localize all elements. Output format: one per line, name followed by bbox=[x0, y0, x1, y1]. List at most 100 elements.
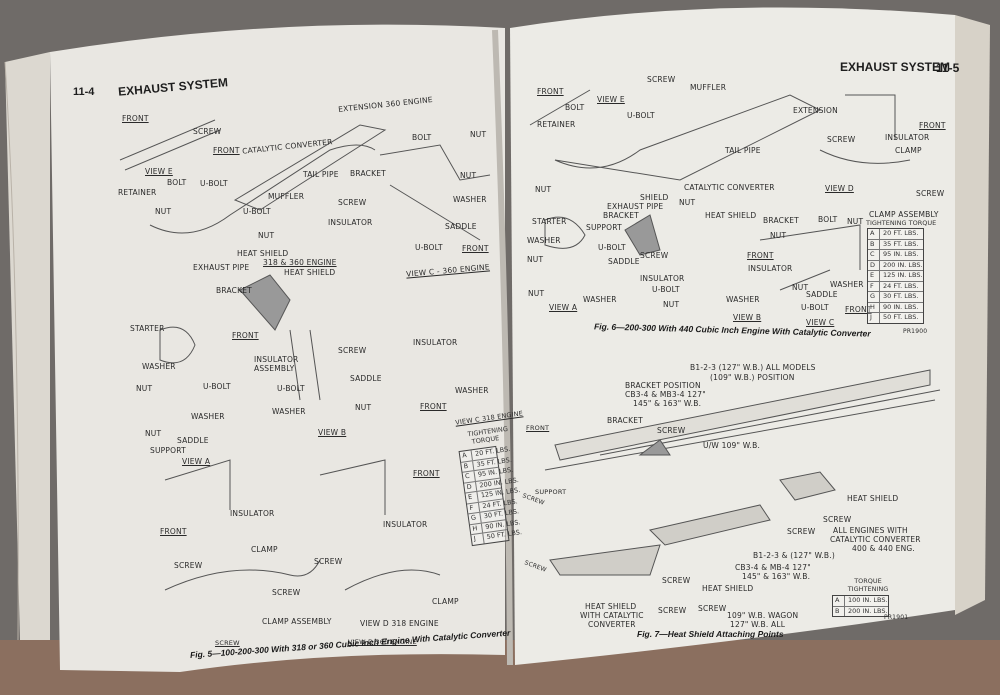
callout-label: FRONT bbox=[213, 146, 240, 155]
callout-label: SUPPORT bbox=[150, 446, 186, 455]
callout-label: EXHAUST PIPE bbox=[607, 202, 664, 211]
callout-label: VIEW E bbox=[597, 95, 625, 104]
callout-label: NUT bbox=[155, 207, 172, 216]
callout-label: VIEW E bbox=[145, 167, 173, 176]
callout-label: BRACKET bbox=[763, 216, 799, 225]
right-page bbox=[510, 7, 955, 666]
page-number: 11-5 bbox=[936, 61, 960, 75]
callout-label: SCREW bbox=[916, 189, 945, 198]
callout-label: VIEW B bbox=[733, 313, 762, 322]
callout-label: VIEW B bbox=[318, 428, 347, 437]
callout-label: FRONT bbox=[420, 402, 447, 411]
torque-code: G bbox=[870, 292, 880, 302]
callout-label: SCREW bbox=[823, 515, 852, 524]
torque-code: A bbox=[870, 229, 880, 239]
callout-label: FRONT bbox=[122, 114, 149, 123]
torque-code: E bbox=[467, 491, 479, 503]
callout-label: INSULATOR bbox=[885, 133, 930, 142]
callout-label: CLAMP bbox=[895, 146, 922, 155]
section-title: EXHAUST SYSTEM bbox=[840, 60, 951, 74]
callout-label: 145" & 163" W.B. bbox=[633, 399, 702, 408]
left-page-stack bbox=[5, 52, 50, 640]
callout-label: SUPPORT bbox=[535, 488, 567, 496]
callout-label: ALL ENGINES WITH bbox=[833, 526, 908, 535]
callout-label: NUT bbox=[770, 231, 787, 240]
torque-code: C bbox=[870, 250, 880, 260]
callout-label: STARTER bbox=[130, 324, 165, 333]
torque-code: A bbox=[461, 450, 473, 462]
callout-label: INSULATOR bbox=[413, 338, 458, 347]
torque-code: G bbox=[470, 512, 482, 524]
callout-label: FRONT bbox=[526, 424, 550, 432]
callout-label: NUT bbox=[258, 231, 275, 240]
callout-label: SCREW bbox=[193, 127, 222, 136]
callout-label: FRONT bbox=[747, 251, 774, 260]
torque-code: E bbox=[870, 271, 880, 281]
callout-label: SCREW bbox=[658, 606, 687, 615]
callout-label: SUPPORT bbox=[586, 223, 622, 232]
callout-label: MUFFLER bbox=[690, 83, 727, 92]
torque-value: 50 FT. LBS. bbox=[883, 313, 919, 321]
torque-table-title: TORQUE TIGHTENING bbox=[847, 577, 889, 593]
callout-label: CLAMP ASSEMBLY bbox=[262, 617, 332, 626]
callout-label: INSULATOR bbox=[640, 274, 685, 283]
callout-label: SCREW bbox=[338, 346, 367, 355]
callout-label: BRACKET bbox=[607, 416, 643, 425]
torque-value: 200 IN. LBS. bbox=[883, 260, 923, 269]
torque-value: 95 IN. LBS. bbox=[883, 250, 919, 258]
callout-label: CLAMP bbox=[432, 597, 459, 606]
callout-label: TAIL PIPE bbox=[303, 170, 339, 179]
callout-label: WASHER bbox=[830, 280, 864, 289]
callout-label: STARTER bbox=[532, 217, 567, 226]
torque-value: 125 IN. LBS. bbox=[883, 271, 923, 279]
exhaust-diagram-lines bbox=[119, 89, 941, 591]
callout-label: U/W 109" W.B. bbox=[703, 441, 761, 450]
callout-label: CLAMP bbox=[251, 545, 278, 554]
callout-label: HEAT SHIELD bbox=[705, 211, 757, 220]
callout-label: HEAT SHIELD bbox=[702, 584, 754, 593]
callout-label: SADDLE bbox=[177, 436, 209, 445]
callout-label: BRACKET bbox=[216, 286, 252, 295]
callout-label: U-BOLT bbox=[801, 303, 829, 312]
callout-label: SCREW bbox=[657, 426, 686, 435]
callout-label: 127" W.B. ALL bbox=[730, 620, 786, 629]
callout-label: NUT bbox=[145, 429, 162, 438]
callout-label: WASHER bbox=[272, 407, 306, 416]
callout-label: MUFFLER bbox=[268, 192, 305, 201]
callout-label: SHIELD bbox=[640, 193, 669, 202]
torque-code: C bbox=[464, 471, 476, 482]
torque-code: A bbox=[835, 596, 845, 606]
torque-code: J bbox=[870, 313, 880, 323]
torque-value: 20 FT. LBS. bbox=[883, 229, 919, 237]
callout-label: EXTENSION bbox=[793, 106, 838, 115]
callout-label: HEAT SHIELD bbox=[284, 268, 336, 277]
callout-label: NUT bbox=[460, 171, 477, 180]
callout-label: BOLT bbox=[412, 133, 432, 142]
callout-label: WASHER bbox=[583, 295, 617, 304]
callout-label: FRONT bbox=[413, 469, 440, 478]
callout-label: HEAT SHIELD bbox=[237, 249, 289, 258]
callout-label: NUT bbox=[528, 289, 545, 298]
callout-label: FRONT bbox=[537, 87, 564, 96]
callout-label: SADDLE bbox=[806, 290, 838, 299]
callout-label: SCREW bbox=[272, 588, 301, 597]
callout-label: SCREW bbox=[338, 198, 367, 207]
callout-label: EXHAUST PIPE bbox=[193, 263, 250, 272]
callout-label: WASHER bbox=[191, 412, 225, 421]
callout-label: SCREW bbox=[174, 561, 203, 570]
callout-label: BRACKET bbox=[603, 211, 639, 220]
page-number: 11-4 bbox=[73, 86, 95, 98]
callout-label: FRONT bbox=[160, 527, 187, 536]
torque-code: F bbox=[468, 502, 481, 514]
callout-label: SCREW bbox=[787, 527, 816, 536]
torque-value: 100 IN. LBS. bbox=[848, 596, 888, 604]
callout-label: CB3-4 & MB-4 127" bbox=[735, 563, 811, 572]
callout-label: WASHER bbox=[726, 295, 760, 304]
torque-code: H bbox=[471, 523, 484, 534]
callout-label: TAIL PIPE bbox=[725, 146, 761, 155]
callout-label: NUT bbox=[136, 384, 153, 393]
